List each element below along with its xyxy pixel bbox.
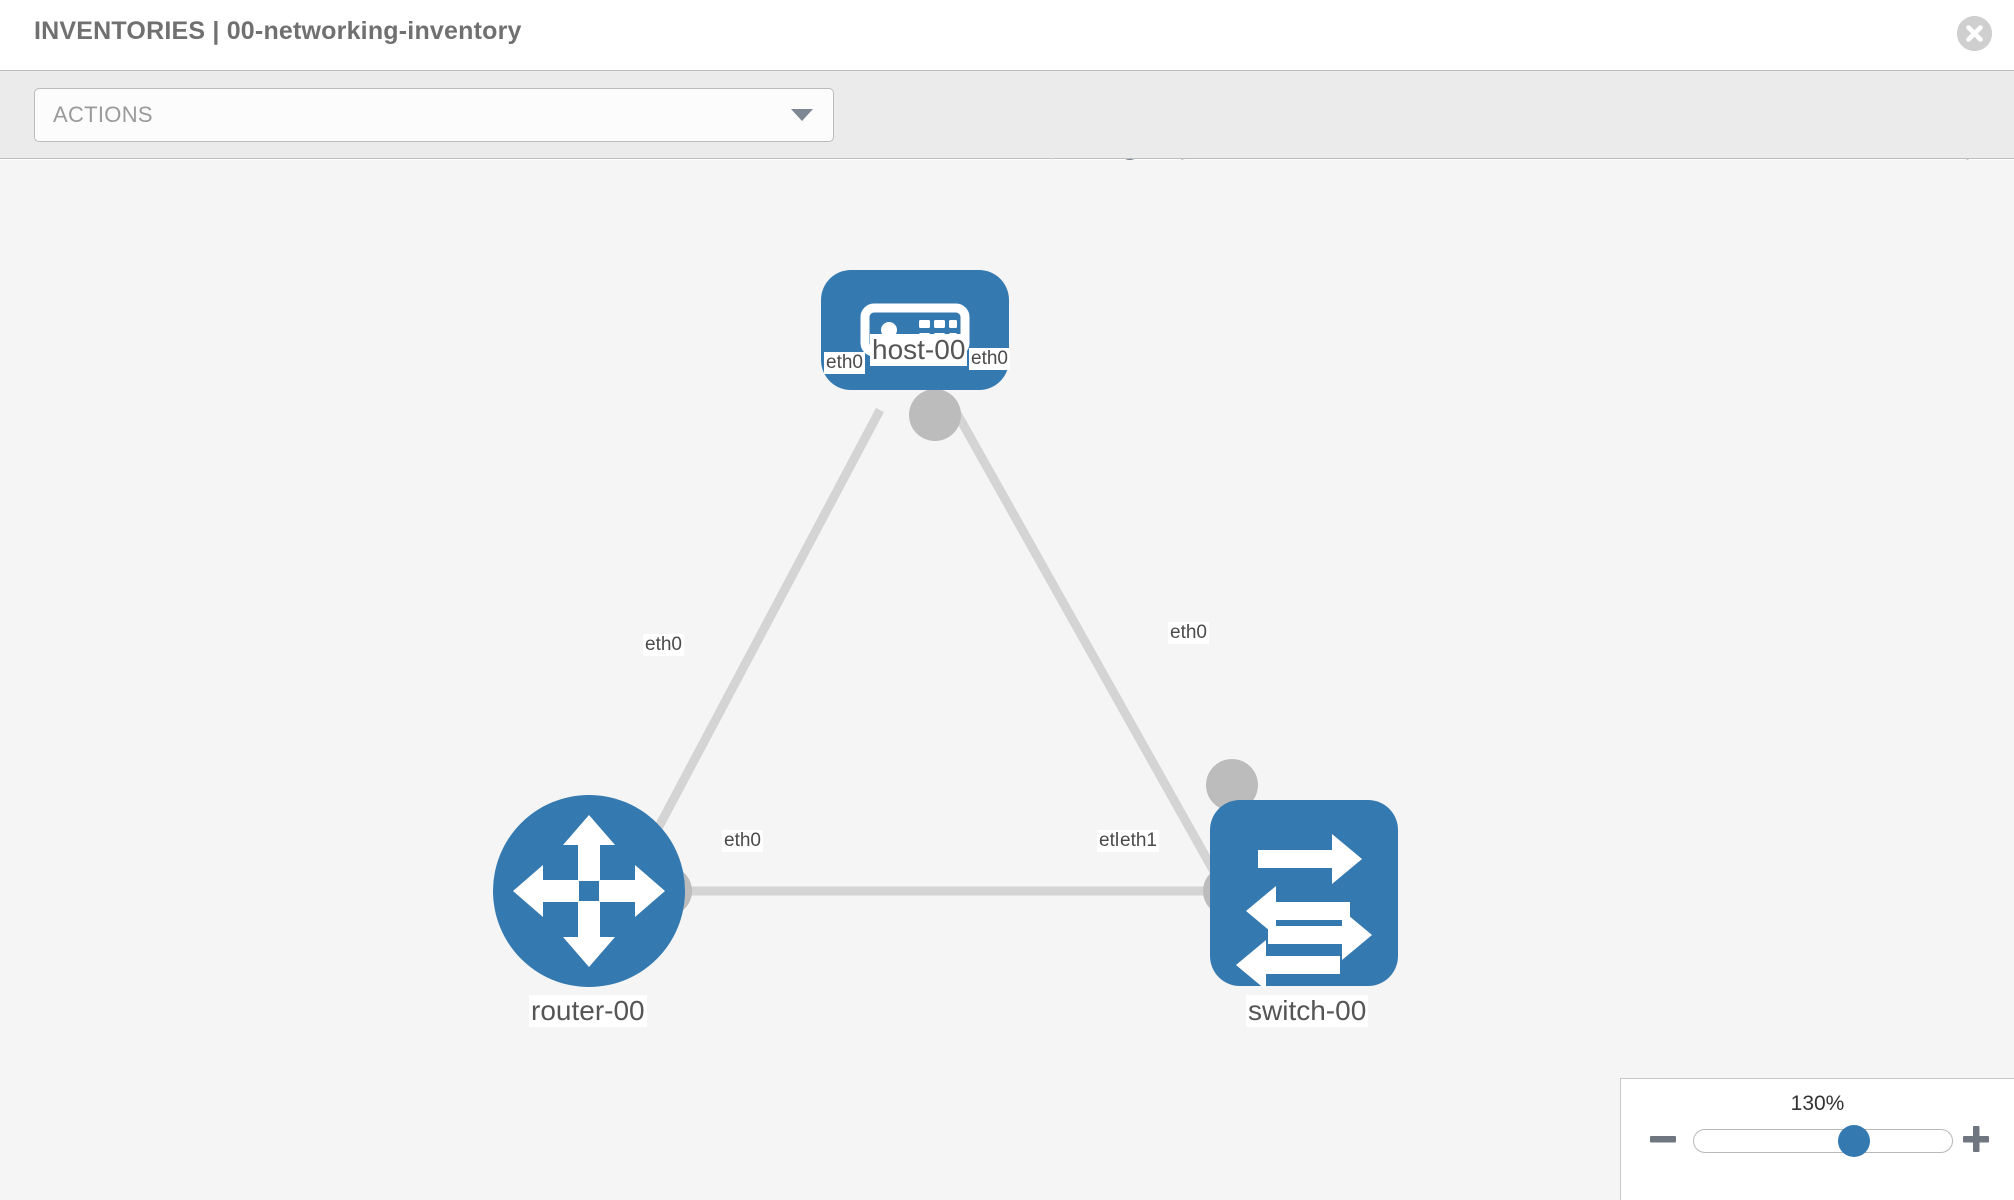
- node-label-router-00: router-00: [529, 995, 647, 1028]
- topology-graph: [493, 270, 1398, 990]
- actions-dropdown[interactable]: ACTIONS: [34, 88, 834, 142]
- zoom-control-panel: 130%: [1620, 1078, 2014, 1200]
- zoom-level-label: 130%: [1790, 1092, 1845, 1115]
- edge-label-eth0: eth0: [643, 634, 684, 656]
- actions-dropdown-label: ACTIONS: [53, 102, 153, 127]
- toolbar: ACTIONS SEARC: [0, 70, 2014, 212]
- link-host00-switch00: [951, 407, 1234, 903]
- edge-label-eth0: eth0: [1168, 622, 1209, 644]
- edge-label-eth0: eth0: [969, 348, 1010, 370]
- zoom-slider-thumb[interactable]: [1837, 1125, 1870, 1157]
- connector-nub: [909, 389, 961, 441]
- edge-label-eth0: eth0: [722, 830, 763, 852]
- zoom-in-button[interactable]: [1960, 1123, 1992, 1155]
- node-switch-00: [1210, 800, 1398, 990]
- page-title: INVENTORIES | 00-networking-inventory: [34, 17, 522, 45]
- connector-nub: [1206, 759, 1258, 811]
- link-host00-router00: [616, 407, 884, 903]
- node-router-00: [493, 795, 685, 987]
- edge-label-eth0: eth0: [824, 352, 865, 374]
- edge-label-eth1: eth1: [1118, 830, 1159, 852]
- zoom-slider[interactable]: [1693, 1125, 1953, 1157]
- chevron-down-icon: [791, 109, 813, 121]
- topology-links: [616, 407, 1234, 903]
- zoom-out-button[interactable]: [1647, 1123, 1679, 1155]
- close-icon[interactable]: [1957, 16, 1992, 51]
- node-label-host-00: host-00: [870, 334, 968, 367]
- topology-canvas[interactable]: eth0 eth0 host-00 eth0 eth0 eth0 eth eth…: [0, 160, 2014, 1200]
- page-header: INVENTORIES | 00-networking-inventory: [0, 0, 2014, 70]
- node-label-switch-00: switch-00: [1246, 995, 1369, 1028]
